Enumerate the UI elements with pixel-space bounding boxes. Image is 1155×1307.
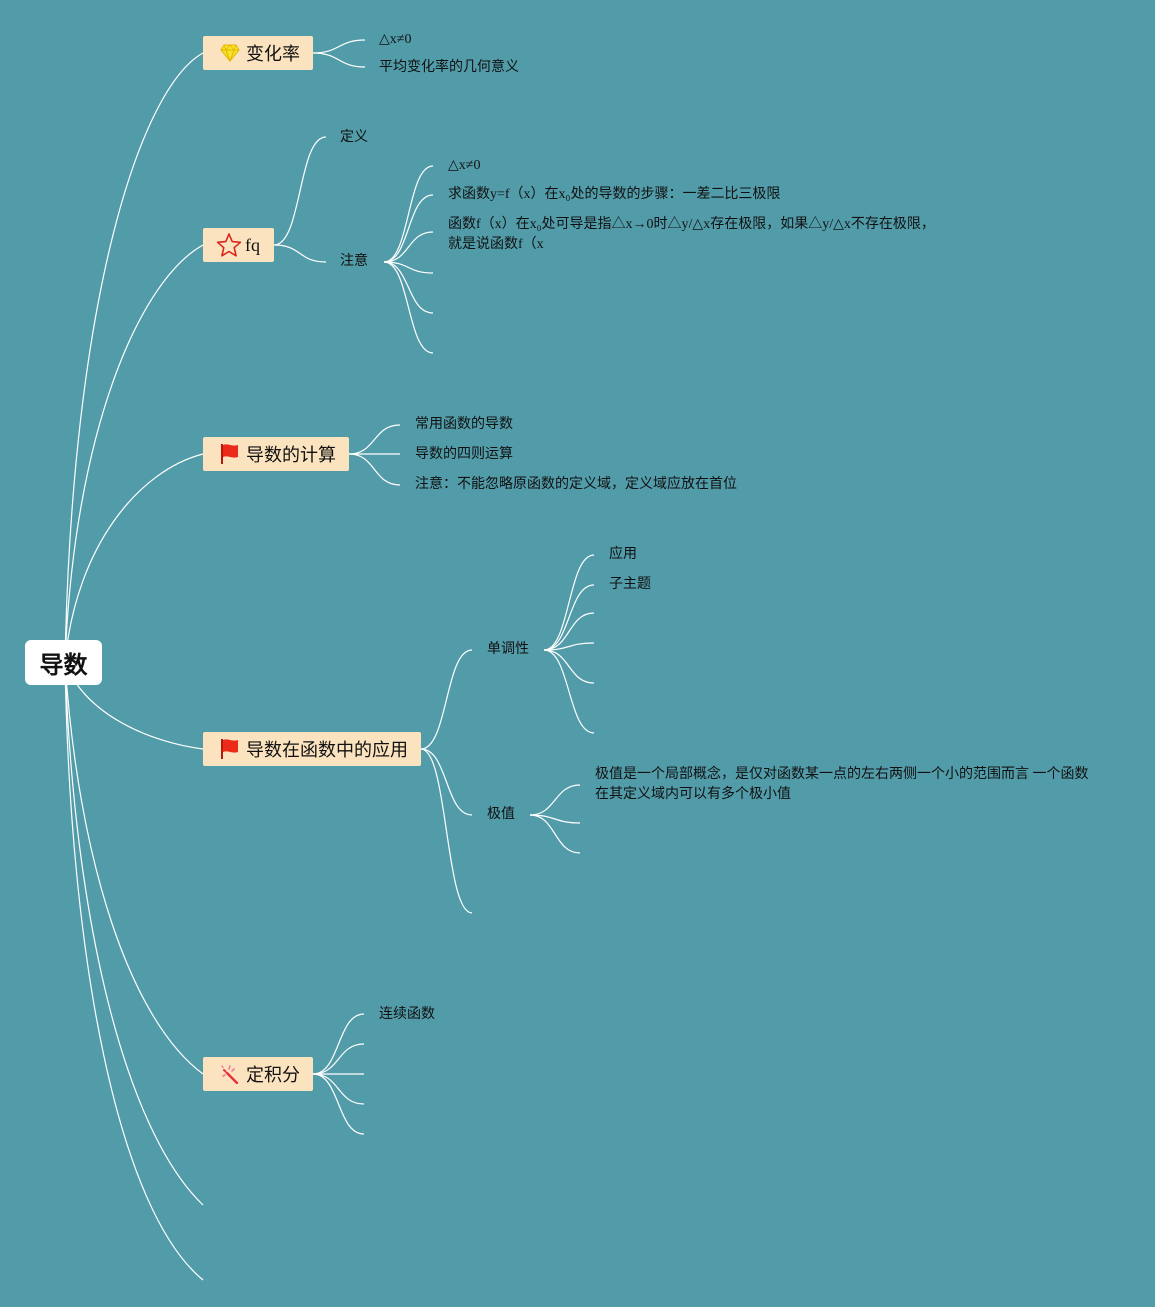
- connector-line: [64, 661, 204, 1206]
- connector-line: [383, 194, 434, 263]
- subtopic[interactable]: 函数f（x）在x₀处可导是指△x→0时△y/△x存在极限，如果△y/△x不存在极…: [448, 215, 935, 255]
- connector-line: [312, 39, 366, 54]
- subtopic-line: 在其定义域内可以有多个极小值: [595, 787, 791, 802]
- connector-line: [383, 165, 434, 263]
- connector-line: [64, 661, 204, 1075]
- connector-line: [312, 1013, 365, 1075]
- topic-label: 导数在函数中的应用: [246, 740, 408, 760]
- subtopic[interactable]: 极值是一个局部概念，是仅对函数某一点的左右两侧一个小的范围而言 一个函数 在其定…: [595, 765, 1089, 805]
- connector-line: [312, 1073, 365, 1105]
- connector-line: [543, 649, 595, 734]
- connector-line: [543, 554, 595, 651]
- connector-line: [529, 784, 581, 816]
- subtopic[interactable]: 注意：不能忽略原函数的定义域，定义域应放在首位: [415, 477, 737, 492]
- connector-line: [64, 661, 204, 1281]
- subtopic[interactable]: 导数的四则运算: [415, 447, 513, 462]
- topic-derivative-applications[interactable]: 导数在函数中的应用: [203, 732, 421, 766]
- flag-icon: [219, 738, 241, 760]
- connector-line: [64, 244, 204, 663]
- connector-line: [383, 231, 434, 263]
- subtopic[interactable]: 常用函数的导数: [415, 417, 513, 432]
- topic-label: 变化率: [246, 44, 300, 64]
- connector-line: [348, 424, 401, 455]
- connector-line: [543, 649, 595, 684]
- connector-line: [273, 244, 327, 263]
- connector-line: [64, 453, 204, 663]
- subtopic[interactable]: 应用: [609, 547, 637, 562]
- connector-line: [273, 136, 327, 246]
- flag-icon: [219, 443, 241, 465]
- subtopic-note[interactable]: 注意: [340, 254, 368, 269]
- subtopic-extremum[interactable]: 极值: [487, 807, 515, 822]
- connector-line: [348, 453, 401, 486]
- magic-wand-icon: [219, 1063, 241, 1085]
- diamond-icon: [219, 42, 241, 64]
- topic-label: 导数的计算: [246, 445, 336, 465]
- connector-line: [529, 814, 581, 854]
- topic-derivative-calculation[interactable]: 导数的计算: [203, 437, 349, 471]
- topic-rate-of-change[interactable]: 变化率: [203, 36, 313, 70]
- root-topic[interactable]: 导数: [25, 640, 102, 685]
- topic-label: fq: [245, 234, 260, 255]
- subtopic-line: 极值是一个局部概念，是仅对函数某一点的左右两侧一个小的范围而言 一个函数: [595, 767, 1089, 782]
- topic-fq[interactable]: fq: [203, 228, 274, 262]
- subtopic[interactable]: 平均变化率的几何意义: [379, 60, 519, 75]
- connector-line: [312, 1043, 365, 1075]
- connector-line: [420, 649, 473, 750]
- connector-line: [64, 52, 204, 663]
- subtopic[interactable]: △x≠0: [379, 32, 412, 47]
- subtopic[interactable]: △x≠0: [448, 158, 481, 173]
- topic-label: 定积分: [246, 1065, 300, 1085]
- subtopic-line: 函数f（x）在x₀处可导是指△x→0时△y/△x存在极限，如果△y/△x不存在极…: [448, 217, 935, 232]
- connector-line: [312, 1073, 365, 1135]
- subtopic[interactable]: 子主题: [609, 577, 651, 592]
- connector-line: [383, 261, 434, 354]
- topic-definite-integral[interactable]: 定积分: [203, 1057, 313, 1091]
- connector-line: [312, 52, 366, 68]
- connector-line: [543, 584, 595, 651]
- connector-line: [420, 748, 473, 816]
- subtopic-monotonicity[interactable]: 单调性: [487, 642, 529, 657]
- subtopic-definition[interactable]: 定义: [340, 130, 368, 145]
- connector-line: [543, 612, 595, 651]
- subtopic[interactable]: 连续函数: [379, 1007, 435, 1022]
- connector-line: [420, 748, 473, 914]
- subtopic[interactable]: 求函数y=f（x）在x₀处的导数的步骤：一差二比三极限: [448, 187, 781, 202]
- connector-line: [543, 642, 595, 651]
- subtopic-line: 就是说函数f（x: [448, 237, 544, 252]
- star-icon: [216, 232, 242, 258]
- connector-line: [383, 261, 434, 314]
